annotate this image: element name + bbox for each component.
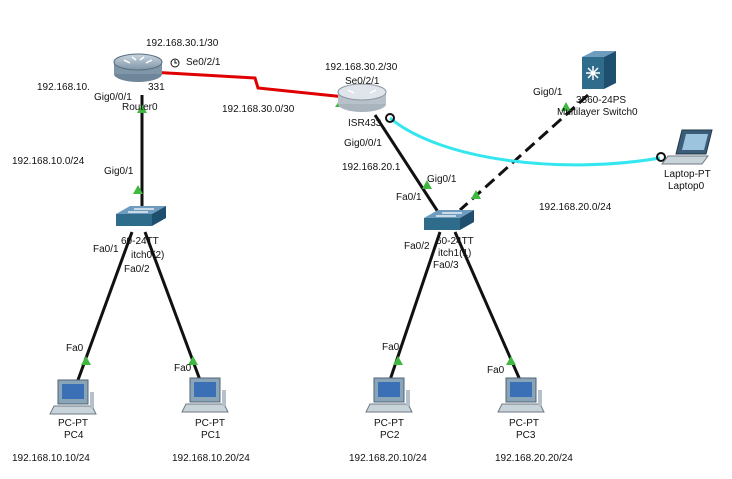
switch0-fa2-port-label: Fa0/2	[124, 264, 150, 275]
serial-link-wan[interactable]	[149, 70, 346, 99]
isr-router-icon[interactable]	[337, 83, 387, 112]
router0-serial-port-label: Se0/2/1	[186, 57, 221, 68]
isr-serial-port-label: Se0/2/1	[345, 76, 380, 87]
multilayer-switch-icon[interactable]	[582, 51, 616, 89]
router0-serial-ip-label: 192.168.30.1/30	[146, 38, 219, 49]
link-switch0-pc1[interactable]	[143, 231, 202, 381]
link-mls-switch1[interactable]	[458, 93, 590, 212]
isr-model-label: ISR433	[348, 118, 382, 129]
link-down-indicator	[656, 152, 666, 162]
pc4-port-label: Fa0	[66, 343, 84, 354]
link-up-indicator	[137, 104, 147, 113]
pc3-port-label: Fa0	[487, 365, 505, 376]
pc1-icon[interactable]	[181, 377, 229, 413]
pc1-name-label: PC1	[201, 430, 221, 441]
link-switch1-pc3[interactable]	[453, 231, 522, 381]
pc2-model-label: PC-PT	[374, 418, 404, 429]
router0-lan-ip-label: 192.168.10.	[37, 82, 90, 93]
link-up-indicator	[471, 190, 481, 199]
pc4-model-label: PC-PT	[58, 418, 88, 429]
switch0-name-label: itch0(2)	[131, 250, 165, 261]
switch1-fa3-port-label: Fa0/3	[433, 260, 459, 271]
switch1-fa1-port-label: Fa0/1	[396, 192, 422, 203]
link-down-indicator	[385, 113, 395, 123]
isr-gig-port-label: Gig0/0/1	[344, 138, 382, 149]
pc2-name-label: PC2	[380, 430, 400, 441]
link-up-indicator	[393, 356, 403, 365]
lan20-network-label: 192.168.20.0/24	[539, 202, 612, 213]
pc4-name-label: PC4	[64, 430, 84, 441]
laptop-icon[interactable]	[661, 129, 713, 165]
pc1-port-label: Fa0	[174, 363, 192, 374]
laptop-model-label: Laptop-PT	[664, 169, 711, 180]
pc1-model-label: PC-PT	[195, 418, 225, 429]
link-switch1-pc2[interactable]	[388, 231, 442, 381]
link-switch0-pc4[interactable]	[76, 231, 134, 381]
link-up-indicator	[81, 356, 91, 365]
laptop-name-label: Laptop0	[668, 181, 705, 192]
switch0-icon[interactable]	[116, 206, 166, 226]
switch1-fa2-port-label: Fa0/2	[404, 241, 430, 252]
switch0-fa1-port-label: Fa0/1	[93, 244, 119, 255]
link-isr-switch1[interactable]	[373, 114, 442, 216]
link-up-indicator	[506, 356, 516, 365]
switch1-name-label: itch1(1)	[438, 248, 472, 259]
switch1-gig-port-label: Gig0/1	[427, 174, 457, 185]
pc3-icon[interactable]	[497, 377, 545, 413]
link-up-indicator	[561, 102, 571, 111]
mls-model-label: 3560-24PS	[576, 95, 627, 106]
switch1-icon[interactable]	[424, 210, 474, 230]
pc2-icon[interactable]	[365, 377, 413, 413]
pc3-name-label: PC3	[516, 430, 536, 441]
pc2-ip-label: 192.168.20.10/24	[349, 453, 427, 464]
lan10-network-label: 192.168.10.0/24	[12, 156, 85, 167]
pc3-model-label: PC-PT	[509, 418, 539, 429]
router0-name-label: Router0	[122, 102, 158, 113]
router0-model-label: 331	[148, 82, 165, 93]
switch1-model-label: 60-24TT	[436, 236, 474, 247]
pc4-icon[interactable]	[49, 379, 97, 415]
isr-lan-ip-label: 192.168.20.1	[342, 162, 401, 173]
link-up-indicator	[133, 185, 143, 194]
isr-serial-ip-label: 192.168.30.2/30	[325, 62, 398, 73]
mls-gig-port-label: Gig0/1	[533, 87, 563, 98]
wan-network-label: 192.168.30.0/30	[222, 104, 295, 115]
clock-icon	[170, 58, 180, 68]
pc2-port-label: Fa0	[382, 342, 400, 353]
pc1-ip-label: 192.168.10.20/24	[172, 453, 250, 464]
switch0-model-label: 60-24TT	[121, 236, 159, 247]
router0-gig-port-label: Gig0/0/1	[94, 92, 132, 103]
pc4-ip-label: 192.168.10.10/24	[12, 453, 90, 464]
pc3-ip-label: 192.168.20.20/24	[495, 453, 573, 464]
link-up-indicator	[188, 356, 198, 365]
console-link-laptop[interactable]	[389, 116, 661, 167]
link-up-indicator	[422, 180, 432, 189]
router0-icon[interactable]	[113, 53, 163, 82]
switch0-gig-port-label: Gig0/1	[104, 166, 134, 177]
mls-name-label: Multilayer Switch0	[557, 107, 638, 118]
